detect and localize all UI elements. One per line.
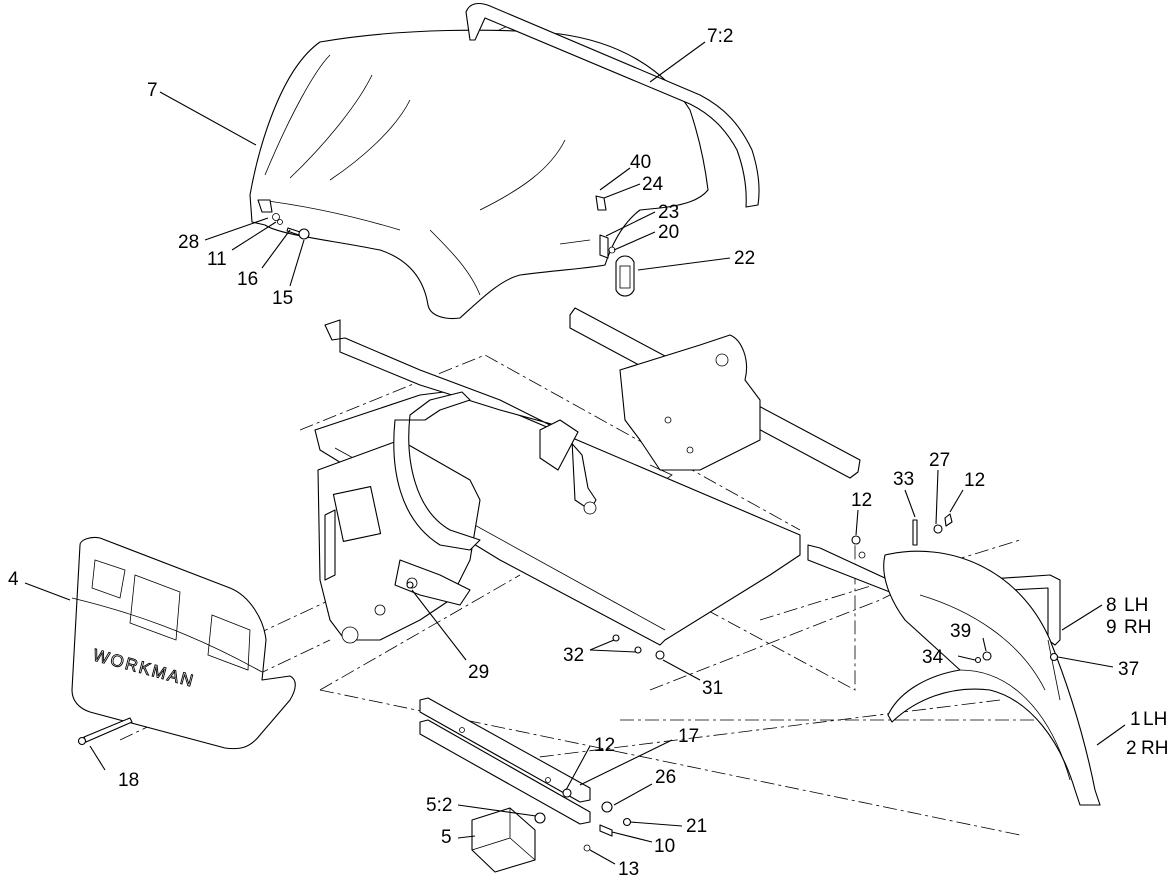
hood [249,29,709,320]
callout-23: 23 [658,202,679,223]
hood-hinge-hardware-left [257,199,310,240]
leader-lines [24,41,1126,865]
front-frame [314,389,801,646]
callout-12-bracket: 12 [594,735,615,756]
upper-cross-member [569,307,861,481]
callout-1: 1 [1130,709,1141,730]
fastener-hardware [406,513,1059,852]
callout-10: 10 [654,836,675,857]
callout-24: 24 [642,174,664,195]
callout-2: 2 [1126,738,1137,759]
callout-5: 5 [441,827,452,848]
callout-4: 4 [8,569,19,590]
callout-16: 16 [237,269,258,290]
callout-7: 7 [147,80,158,101]
callout-21: 21 [686,816,707,837]
callout-9-side: RH [1124,617,1151,638]
callout-2-side: RH [1141,738,1168,759]
front-grille: WORKMAN [71,536,296,750]
callout-20: 20 [658,222,679,243]
hood-trim [465,2,760,208]
callout-9: 9 [1106,617,1117,638]
callout-labels: 7 7:2 40 24 23 20 22 28 11 16 15 4 18 29… [8,26,1168,880]
callout-18: 18 [118,770,139,791]
callout-5-2: 5:2 [426,795,452,816]
headlight [471,807,546,873]
callout-11: 11 [207,249,227,270]
front-fender [883,550,1101,806]
callout-37: 37 [1118,659,1139,680]
callout-12-arm: 12 [964,470,985,491]
callout-34: 34 [922,647,944,668]
callout-39: 39 [950,621,971,642]
callout-13: 13 [618,859,639,880]
callout-29: 29 [468,662,489,683]
callout-26: 26 [655,767,676,788]
callout-32: 32 [563,645,584,666]
callout-8: 8 [1106,595,1117,616]
callout-22: 22 [734,248,755,269]
callout-7-2: 7:2 [707,26,733,47]
callout-15: 15 [272,288,293,309]
callout-31: 31 [702,678,723,699]
callout-27: 27 [929,450,950,471]
callout-12-frame: 12 [851,490,872,511]
callout-17: 17 [678,726,699,747]
front-tube-frame [324,319,597,606]
hood-latch-hardware-right [595,195,635,297]
callout-8-side: LH [1124,595,1148,616]
grille-bolt [77,717,133,746]
callout-28: 28 [178,232,199,253]
callout-40: 40 [630,152,651,173]
callout-1-side: LH [1143,709,1167,730]
callout-33: 33 [893,469,914,490]
lower-light-bracket [419,697,591,825]
